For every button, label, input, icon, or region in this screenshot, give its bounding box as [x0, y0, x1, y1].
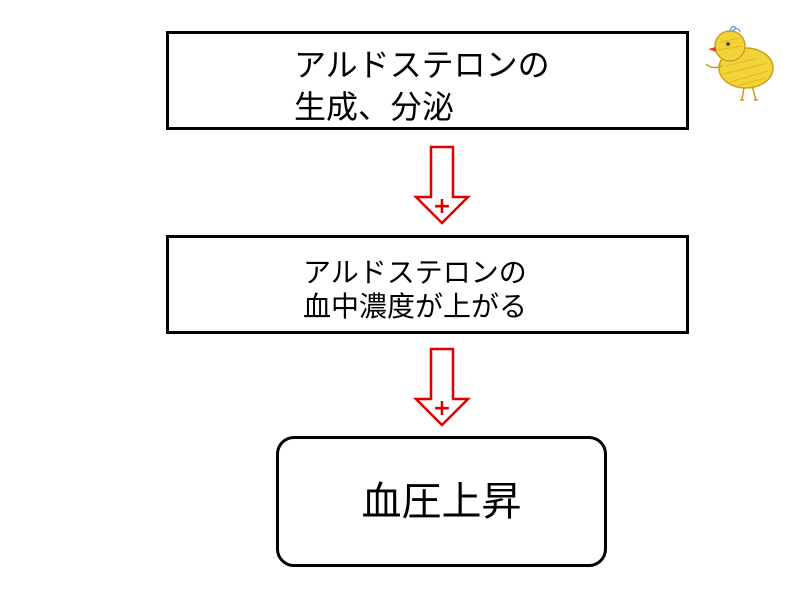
chick-icon: [705, 25, 774, 101]
down-arrow-positive-icon: +: [412, 347, 472, 427]
result-text-line: 血圧上昇: [361, 479, 522, 525]
result-box-blood-pressure-rise: 血圧上昇: [276, 436, 607, 567]
result-text: 血圧上昇: [279, 477, 604, 527]
step-box-aldosterone-blood-level: アルドステロンの 血中濃度が上がる: [166, 235, 689, 334]
step-text: アルドステロンの 生成、分泌: [294, 44, 550, 128]
positive-sign: +: [433, 396, 451, 421]
step-text-line-2: 生成、分泌: [294, 88, 455, 126]
step-box-aldosterone-production: アルドステロンの 生成、分泌: [166, 31, 689, 130]
step-text: アルドステロンの 血中濃度が上がる: [303, 256, 527, 324]
positive-sign: +: [433, 194, 451, 219]
step-text-line-2: 血中濃度が上がる: [303, 290, 528, 323]
down-arrow-positive-icon: +: [412, 145, 472, 225]
step-text-line-1: アルドステロンの: [294, 46, 550, 84]
step-text-line-1: アルドステロンの: [303, 256, 527, 289]
